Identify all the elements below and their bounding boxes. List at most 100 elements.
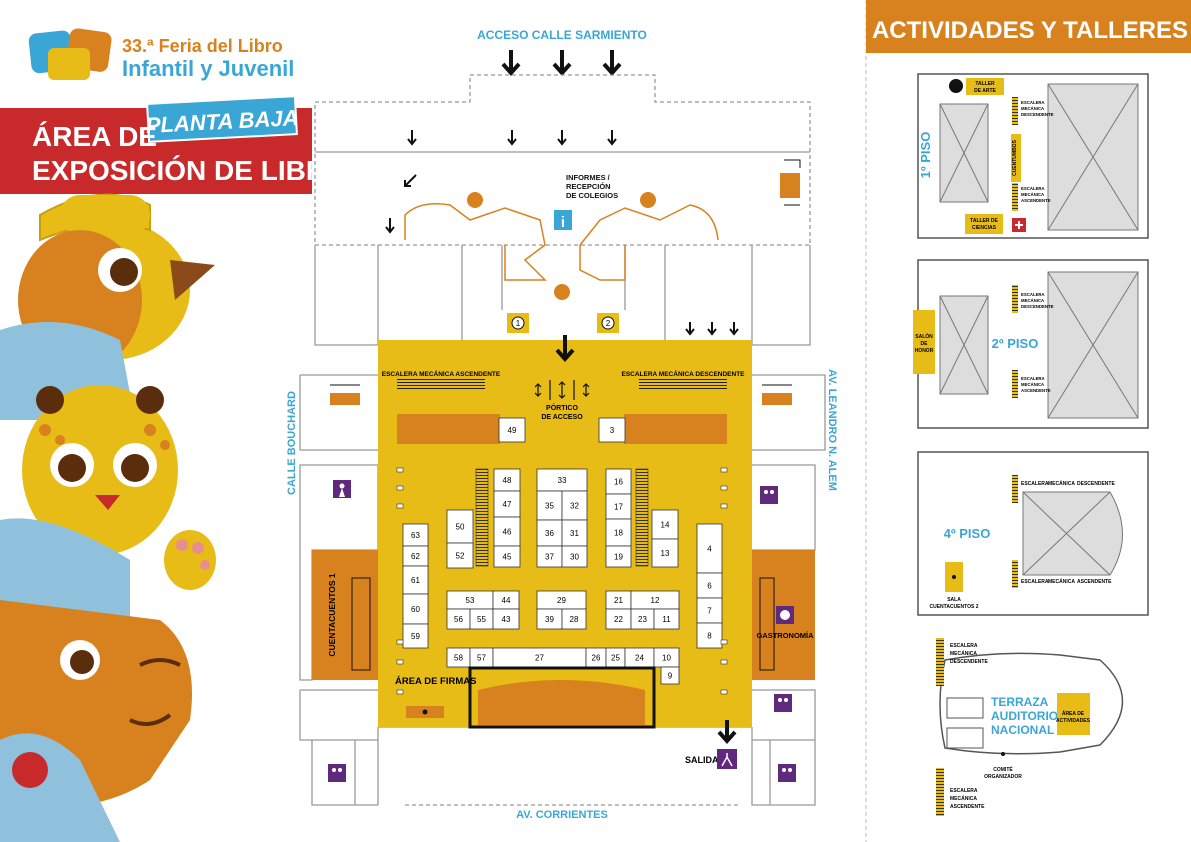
svg-text:PÓRTICO: PÓRTICO	[546, 403, 578, 412]
stand-24[interactable]: 24	[624, 647, 655, 668]
stand-number: 35	[545, 502, 554, 511]
stand-box	[402, 623, 429, 649]
stand-48[interactable]: 48	[493, 468, 521, 492]
stand-62[interactable]: 62	[402, 545, 429, 567]
stand-22[interactable]: 22	[605, 608, 632, 630]
stand-46[interactable]: 46	[493, 516, 521, 547]
stand-29[interactable]: 29	[536, 590, 587, 610]
stand-8[interactable]: 8	[696, 622, 723, 649]
stand-number: 53	[466, 596, 475, 605]
stand-50[interactable]: 50	[446, 509, 474, 544]
stand-box	[696, 597, 723, 624]
stand-17[interactable]: 17	[605, 493, 632, 520]
stand-box	[536, 519, 563, 547]
stand-56[interactable]: 56	[446, 608, 471, 630]
svg-text:DE: DE	[921, 341, 929, 347]
svg-text:DESCENDENTE: DESCENDENTE	[950, 659, 988, 665]
informes-point[interactable]: INFORMES / RECEPCIÓN DE COLEGIOS i	[554, 173, 618, 231]
svg-text:MECÁNICA: MECÁNICA	[950, 650, 977, 657]
stand-number: 58	[454, 654, 463, 663]
svg-text:DESCENDENTE: DESCENDENTE	[1077, 481, 1115, 487]
area-title-banner: PLANTA BAJA ÁREA DE EXPOSICIÓN DE LIBROS	[0, 95, 367, 194]
svg-text:SALIDA: SALIDA	[685, 755, 719, 765]
stand-number: 24	[635, 654, 644, 663]
svg-text:2: 2	[606, 319, 611, 328]
info-icon	[554, 210, 572, 230]
svg-text:ESCALERA MECÁNICA ASCENDENTE: ESCALERA MECÁNICA ASCENDENTE	[382, 369, 501, 378]
stand-21[interactable]: 21	[605, 590, 632, 610]
stand-33[interactable]: 33	[536, 468, 588, 492]
stand-26[interactable]: 26	[585, 647, 607, 668]
stand-14[interactable]: 14	[651, 509, 679, 540]
stand-60[interactable]: 60	[402, 593, 429, 625]
stand-number: 50	[456, 523, 465, 532]
stand-18[interactable]: 18	[605, 518, 632, 547]
stand-box	[605, 493, 632, 520]
stand-7[interactable]: 7	[696, 597, 723, 624]
stand-47[interactable]: 47	[493, 490, 521, 518]
stand-number: 49	[508, 426, 517, 435]
stand-61[interactable]: 61	[402, 565, 429, 595]
stand-16[interactable]: 16	[605, 468, 632, 495]
stand-27[interactable]: 27	[492, 647, 587, 668]
svg-text:ORGANIZADOR: ORGANIZADOR	[984, 774, 1022, 780]
stand-13[interactable]: 13	[651, 538, 679, 568]
svg-text:ACTIVIDADES Y TALLERES: ACTIVIDADES Y TALLERES	[872, 17, 1188, 44]
stand-23[interactable]: 23	[630, 608, 655, 630]
stand-37[interactable]: 37	[536, 545, 563, 568]
stand-25[interactable]: 25	[605, 647, 626, 668]
stand-49[interactable]: 49	[498, 417, 526, 443]
stand-11[interactable]: 11	[653, 608, 680, 630]
stand-4[interactable]: 4	[696, 523, 723, 574]
svg-text:MECÁNICA: MECÁNICA	[1048, 480, 1075, 487]
stand-number: 43	[502, 615, 511, 624]
stand-44[interactable]: 44	[492, 590, 520, 610]
stand-10[interactable]: 10	[653, 647, 680, 668]
stand-57[interactable]: 57	[469, 647, 494, 668]
stand-9[interactable]: 9	[660, 666, 680, 685]
stand-12[interactable]: 12	[630, 590, 680, 610]
queue-ropes	[404, 203, 719, 281]
cuentacuentos-1-room[interactable]: CUENTACUENTOS 1	[312, 550, 378, 680]
stand-6[interactable]: 6	[696, 572, 723, 599]
svg-text:ESCALERA: ESCALERA	[950, 788, 978, 794]
stand-53[interactable]: 53	[446, 590, 494, 610]
stand-55[interactable]: 55	[469, 608, 494, 630]
stand-31[interactable]: 31	[561, 519, 588, 547]
salida-exit[interactable]: SALIDA	[685, 720, 737, 769]
stand-52[interactable]: 52	[446, 542, 474, 569]
stand-28[interactable]: 28	[561, 608, 587, 630]
stand-59[interactable]: 59	[402, 623, 429, 649]
stand-box	[446, 542, 474, 569]
stand-36[interactable]: 36	[536, 519, 563, 547]
stand-45[interactable]: 45	[493, 545, 521, 568]
stand-number: 61	[411, 576, 420, 585]
shelf-ladder	[635, 468, 649, 567]
svg-text:NACIONAL: NACIONAL	[991, 723, 1054, 737]
stand-number: 46	[503, 528, 512, 537]
stand-35[interactable]: 35	[536, 490, 563, 521]
gastronomia-room[interactable]: GASTRONOMÍA	[752, 550, 815, 680]
area-de-firmas[interactable]: ÁREA DE FIRMAS	[395, 666, 656, 729]
stand-58[interactable]: 58	[446, 647, 471, 668]
stand-32[interactable]: 32	[561, 490, 588, 521]
stand-39[interactable]: 39	[536, 608, 563, 630]
svg-text:DE ARTE: DE ARTE	[974, 88, 996, 94]
activities-header: ACTIVIDADES Y TALLERES	[866, 0, 1191, 53]
stand-number: 9	[668, 672, 673, 681]
stand-number: 45	[503, 553, 512, 562]
stand-30[interactable]: 30	[561, 545, 588, 568]
pillar	[554, 284, 570, 300]
stand-43[interactable]: 43	[492, 608, 520, 630]
informes-label-2: RECEPCIÓN	[566, 182, 611, 191]
stand-box	[653, 608, 680, 630]
stand-19[interactable]: 19	[605, 545, 632, 568]
stand-number: 60	[411, 605, 420, 614]
stand-63[interactable]: 63	[402, 523, 429, 547]
svg-text:ESCALERA: ESCALERA	[1021, 292, 1045, 297]
informes-label-3: DE COLEGIOS	[566, 191, 618, 200]
stand-3[interactable]: 3	[598, 417, 626, 443]
stand-number: 63	[411, 531, 420, 540]
svg-text:ESCALERA: ESCALERA	[1021, 579, 1049, 585]
